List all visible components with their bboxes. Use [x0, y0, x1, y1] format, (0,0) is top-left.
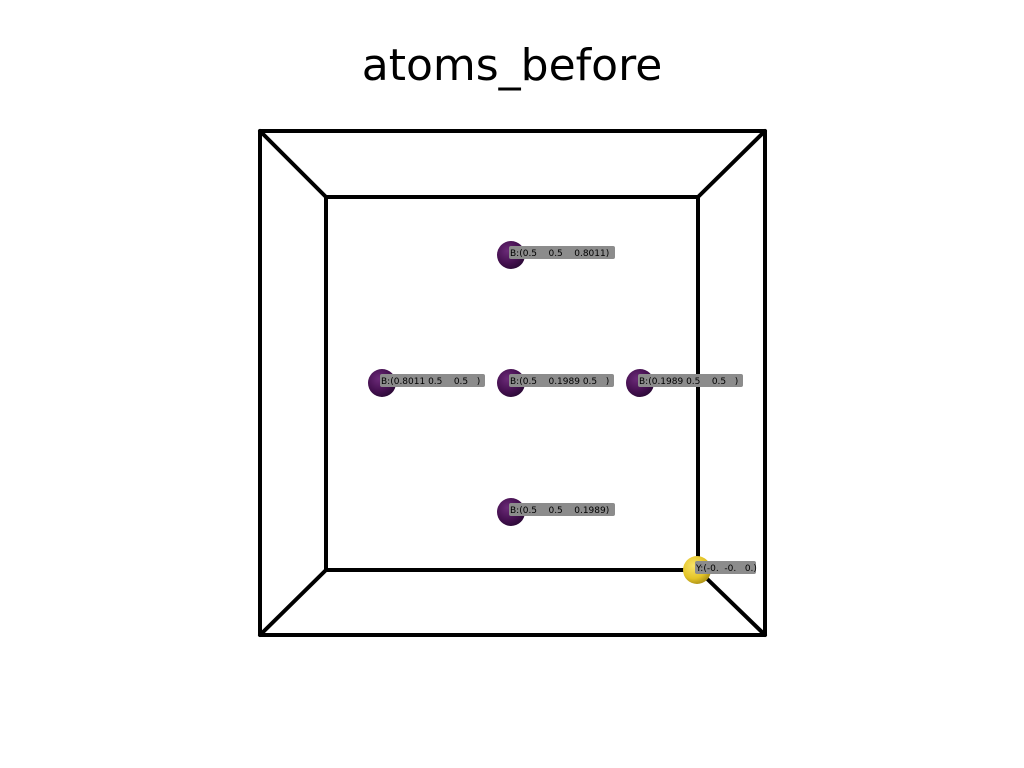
atom-label-box	[509, 374, 614, 387]
atom-label-box	[638, 374, 743, 387]
atom-b-2: B:(0.8011 0.5 0.5 )	[368, 369, 485, 397]
cell-edge-top-left	[258, 129, 328, 199]
atom-label-box	[509, 503, 615, 516]
cell-outer-face	[258, 129, 767, 637]
cell-edge-bottom-left	[258, 568, 328, 637]
atoms-layer: B:(0.5 0.5 0.8011) B:(0.8011 0.5 0.5 ) B:(…	[368, 241, 757, 584]
atom-b-4: B:(0.1989 0.5 0.5 )	[626, 369, 743, 397]
atom-b-1: B:(0.5 0.5 0.8011)	[497, 241, 615, 269]
atom-y-6: Y:(-0. -0. 0.)	[683, 556, 757, 584]
atom-b-3: B:(0.5 0.1989 0.5 )	[497, 369, 614, 397]
atom-b-5: B:(0.5 0.5 0.1989)	[497, 498, 615, 526]
atom-label: B:(0.8011 0.5 0.5 )	[381, 377, 480, 387]
atom-label: B:(0.1989 0.5 0.5 )	[639, 377, 738, 387]
atom-label: B:(0.5 0.1989 0.5 )	[510, 377, 609, 387]
cell-edge-bottom-right	[696, 568, 767, 637]
atom-label: B:(0.5 0.5 0.1989)	[510, 506, 609, 516]
atom-label-box	[695, 561, 756, 574]
cell-edge-top-right	[696, 129, 767, 199]
page-title: atoms_before	[361, 40, 663, 91]
atom-label: Y:(-0. -0. 0.)	[695, 564, 757, 574]
atom-label: B:(0.5 0.5 0.8011)	[510, 249, 609, 259]
atom-label-box	[509, 246, 615, 259]
atom-label-box	[380, 374, 485, 387]
